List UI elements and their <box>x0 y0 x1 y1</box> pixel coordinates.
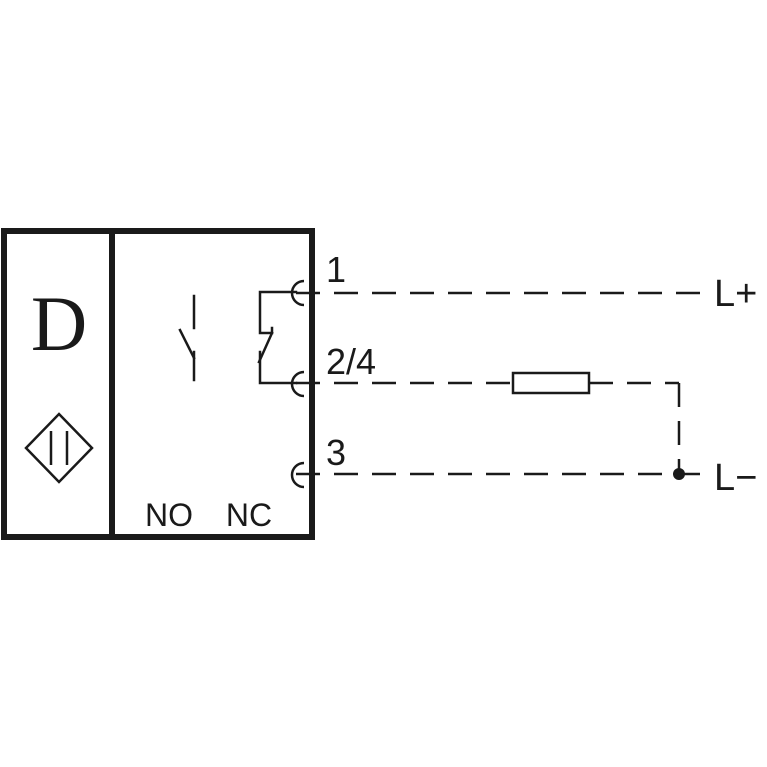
inductive-sensor-diamond-icon <box>24 412 94 484</box>
terminal-label: 3 <box>326 432 346 473</box>
terminal-label: 2/4 <box>326 341 376 382</box>
supply-negative-label: L− <box>714 457 757 499</box>
nc-contact-icon <box>257 290 298 385</box>
terminal-3-arc <box>290 461 305 489</box>
nc-contact-label: NC <box>226 497 272 533</box>
junction-dot <box>673 468 685 480</box>
no-contact-icon <box>178 294 196 382</box>
terminal-2-arc <box>290 370 305 398</box>
supply-positive-label: L+ <box>714 273 757 315</box>
resistor-load-icon <box>511 371 591 395</box>
no-contact-label: NO <box>145 497 193 533</box>
terminal-1-arc <box>290 279 305 307</box>
external-wiring <box>296 291 708 476</box>
terminal-label: 1 <box>326 249 346 290</box>
sensor-type-letter: D <box>31 280 87 367</box>
terminal-arcs <box>290 279 305 489</box>
